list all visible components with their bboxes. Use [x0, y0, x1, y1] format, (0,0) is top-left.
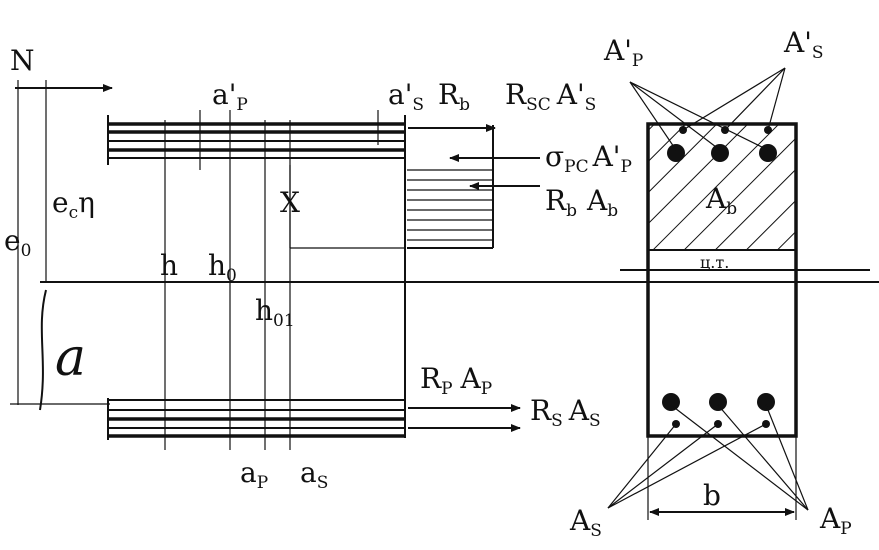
label-a: a [55, 328, 86, 388]
top-bar-3 [759, 144, 777, 162]
label-Ap-bottom-section: AP [819, 502, 852, 539]
bottom-bar-1 [662, 393, 680, 411]
label-e0eta: ecη [52, 186, 95, 223]
top-bar-1 [667, 144, 685, 162]
stress-block-hatching [407, 125, 494, 249]
label-N: N [10, 44, 35, 77]
label-h01: h01 [255, 294, 295, 331]
label-as-bottom: aS [300, 456, 328, 493]
bottom-bar-3 [757, 393, 775, 411]
label-h: h [160, 249, 178, 282]
label-b: b [703, 479, 721, 512]
label-Rb: Rb [438, 78, 470, 115]
label-X: X [280, 186, 300, 219]
label-ap-bottom: aP [240, 456, 268, 493]
label-as-top: a'S [388, 78, 424, 115]
label-As-bottom-section: AS [569, 504, 602, 541]
element-side-view [10, 80, 879, 450]
label-Ab-section: Ab [705, 182, 737, 219]
label-centroid: ц.т. [700, 253, 729, 272]
top-bar-2 [711, 144, 729, 162]
label-Ap-prime: A'P [603, 34, 643, 71]
label-ap-top: a'P [212, 78, 248, 115]
label-e0: e0 [4, 224, 31, 261]
label-h0: h0 [208, 249, 237, 286]
label-As-prime: A'S [783, 26, 824, 63]
bottom-bar-2 [709, 393, 727, 411]
cross-section [607, 67, 870, 520]
